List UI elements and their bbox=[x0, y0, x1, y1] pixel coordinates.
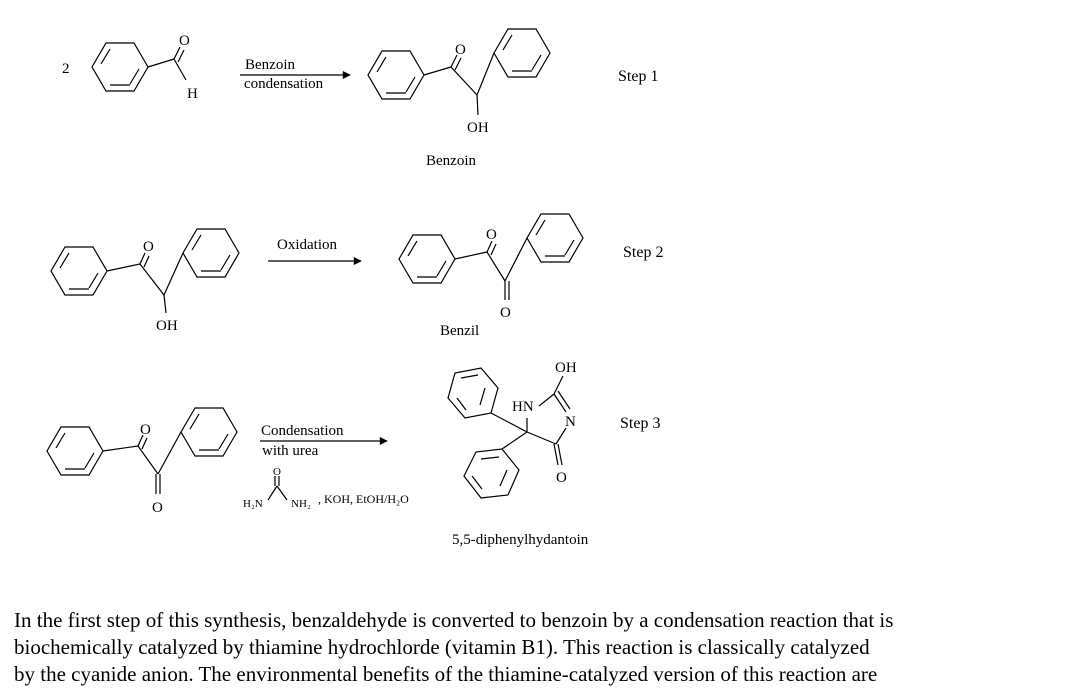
benzil-product-chain bbox=[454, 237, 528, 300]
benzoin-name-label: Benzoin bbox=[426, 153, 476, 169]
step1-coefficient: 2 bbox=[62, 61, 70, 77]
urea-bonds bbox=[267, 476, 288, 501]
hydantoin-lower-ring bbox=[463, 448, 520, 499]
benzaldehyde-structure: O H bbox=[91, 33, 198, 102]
aldehyde-oxygen-label: O bbox=[179, 33, 190, 49]
hydantoin-upper-ring bbox=[447, 367, 499, 419]
step3-reagent-line2: with urea bbox=[262, 443, 319, 459]
step2-reaction: O OH Oxidation bbox=[50, 213, 663, 339]
benzil-reactant-right-ring bbox=[180, 407, 238, 457]
description-paragraph: In the first step of this synthesis, ben… bbox=[14, 608, 894, 686]
step3-label: Step 3 bbox=[620, 415, 660, 432]
benzoin-product-hydroxyl-label: OH bbox=[467, 120, 489, 136]
step1-label: Step 1 bbox=[618, 68, 658, 85]
urea-oxygen-label: O bbox=[273, 466, 281, 478]
benzil-product-left-ring bbox=[398, 234, 456, 284]
benzoin-reactant-hydroxyl-label: OH bbox=[156, 318, 178, 334]
step3-conditions: , KOH, EtOH/H₂O bbox=[318, 492, 409, 506]
benzoin-reactant-structure: O OH bbox=[50, 228, 240, 334]
benzil-name-label: Benzil bbox=[440, 323, 479, 339]
benzoin-product-left-ring bbox=[367, 50, 425, 100]
hydantoin-nitrogen-label: N bbox=[565, 414, 576, 430]
step2-reagent: Oxidation bbox=[277, 237, 337, 253]
hydantoin-name-label: 5,5-diphenylhydantoin bbox=[452, 532, 589, 548]
benzil-product-top-oxygen-label: O bbox=[486, 227, 497, 243]
benzil-product-structure: O O bbox=[398, 213, 584, 321]
urea-structure: O H₂N NH₂ , KOH, EtOH/H₂O bbox=[243, 466, 409, 510]
hydantoin-five-ring bbox=[490, 375, 571, 466]
benzil-reactant-bottom-oxygen-label: O bbox=[152, 500, 163, 516]
benzil-product-bottom-oxygen-label: O bbox=[500, 305, 511, 321]
hydantoin-carbonyl-oxygen-label: O bbox=[556, 470, 567, 486]
benzil-reactant-left-ring bbox=[46, 426, 104, 476]
urea-left-amine-label: H₂N bbox=[243, 498, 263, 510]
step1-reaction: 2 O H Benzoin condensation bbox=[62, 28, 658, 169]
step3-reagent-line1: Condensation bbox=[261, 423, 344, 439]
benzoin-reactant-right-ring bbox=[182, 228, 240, 278]
hydantoin-amine-label: HN bbox=[512, 399, 534, 415]
benzoin-product-chain bbox=[423, 52, 495, 116]
benzil-product-right-ring bbox=[526, 213, 584, 263]
benzoin-reactant-left-ring bbox=[50, 246, 108, 296]
benzil-reactant-structure: O O bbox=[46, 407, 238, 516]
aldehyde-hydrogen-label: H bbox=[187, 86, 198, 102]
benzoin-product-oxygen-label: O bbox=[455, 42, 466, 58]
benzaldehyde-ring bbox=[91, 42, 149, 92]
step2-label: Step 2 bbox=[623, 244, 663, 261]
step1-reagent-line1: Benzoin bbox=[245, 57, 295, 73]
aldehyde-bonds bbox=[147, 46, 187, 81]
hydantoin-hydroxyl-label: OH bbox=[555, 360, 577, 376]
hydantoin-product-structure: OH HN N O bbox=[447, 360, 577, 499]
benzoin-reactant-chain bbox=[106, 252, 184, 314]
reaction-scheme: 2 O H Benzoin condensation bbox=[46, 28, 663, 548]
step1-reagent-line2: condensation bbox=[244, 76, 324, 92]
benzil-reactant-chain bbox=[102, 431, 182, 494]
benzoin-product-structure: O OH bbox=[367, 28, 551, 136]
benzoin-product-right-ring bbox=[493, 28, 551, 78]
step3-reaction: O O Condensation with urea O H₂N NH₂ , K… bbox=[46, 360, 660, 548]
benzil-reactant-top-oxygen-label: O bbox=[140, 422, 151, 438]
benzoin-reactant-oxygen-label: O bbox=[143, 239, 154, 255]
urea-right-amine-label: NH₂ bbox=[291, 498, 311, 510]
